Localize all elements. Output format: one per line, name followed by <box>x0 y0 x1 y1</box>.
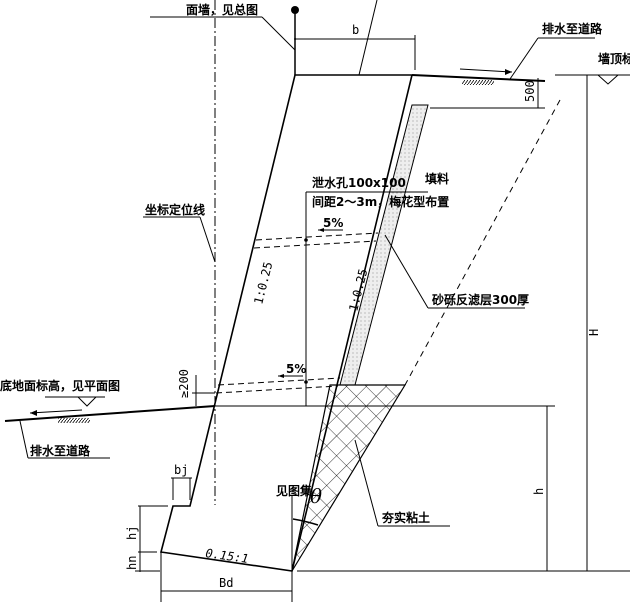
dim-ge-200: ≥200 <box>177 369 191 398</box>
label-weep-spacing: 间距2～3m，梅花型布置 <box>312 194 449 209</box>
compacted-clay-zone <box>291 384 407 572</box>
label-filter-layer: 砂砾反滤层300厚 <box>431 292 529 307</box>
label-drain-left: 排水至道路 <box>30 443 91 458</box>
dim-h: h <box>532 488 546 495</box>
dim-bj: bj <box>174 463 188 477</box>
weep-hole-upper <box>253 232 379 249</box>
label-top-wall: 面墙，见总图 <box>186 2 258 17</box>
failure-plane-line <box>404 99 561 386</box>
dim-hj: hj <box>125 526 139 540</box>
label-base-slope: 0.15:1 <box>205 546 250 566</box>
dim-hn: hn <box>125 556 139 570</box>
dim-500: 500 <box>523 80 537 102</box>
label-ground-elevation: 底地面标高，见平面图 <box>0 378 120 393</box>
dim-b: b <box>352 23 359 37</box>
label-slope-5pct-upper: 5% <box>323 216 343 230</box>
label-fill: 填料 <box>425 171 449 186</box>
label-drain-right: 排水至道路 <box>542 21 603 36</box>
label-see-atlas: 见图集 <box>276 483 313 498</box>
label-weep-hole: 泄水孔100x100 <box>312 175 406 190</box>
label-wall-top-elevation: 墙顶标 <box>598 51 630 66</box>
theta-symbol: θ <box>310 484 322 508</box>
label-front-slope: 1:0.25 <box>251 260 275 305</box>
dim-Bd: Bd <box>219 576 233 590</box>
label-compacted-clay: 夯实粘土 <box>381 510 430 525</box>
weep-hole-lower <box>215 377 341 394</box>
label-axis-line: 坐标定位线 <box>145 202 205 217</box>
filter-layer <box>339 104 429 386</box>
dim-H: H <box>587 329 601 336</box>
label-slope-5pct-lower: 5% <box>286 362 306 376</box>
